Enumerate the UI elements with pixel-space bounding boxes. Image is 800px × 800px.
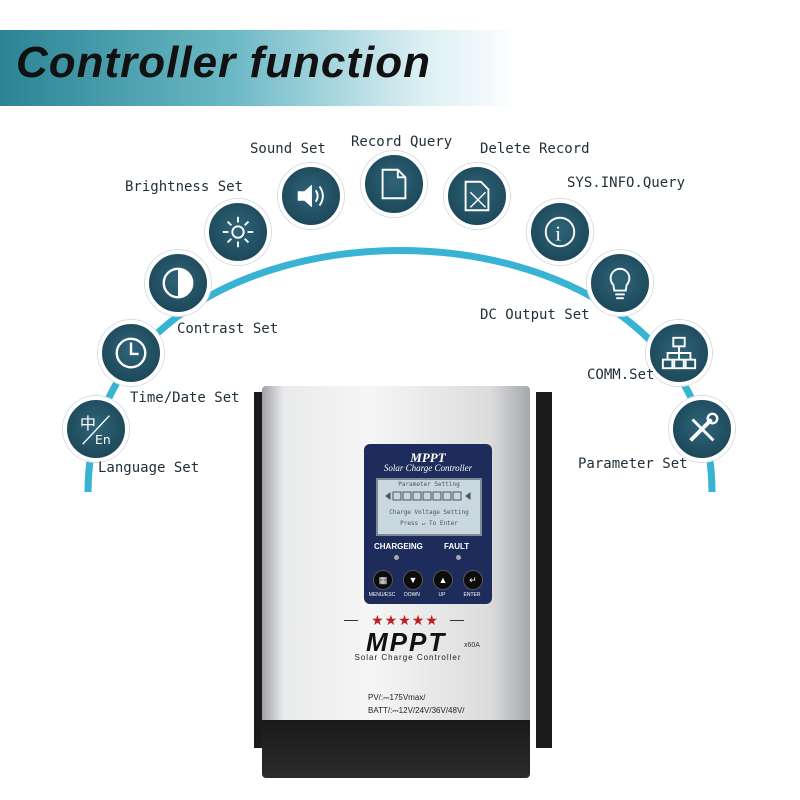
label-sys-info-query: SYS.INFO.Query [567, 175, 686, 191]
bulb-icon[interactable] [587, 250, 653, 316]
svg-text:中: 中 [80, 414, 96, 433]
lcd-menu-icons [385, 491, 471, 501]
enter-button[interactable]: ↵ [463, 570, 483, 590]
label-language-set: Language Set [98, 460, 200, 476]
tools-icon[interactable] [669, 396, 735, 462]
label-dc-output-set: DC Output Set [480, 307, 590, 323]
svg-text:i: i [555, 222, 561, 246]
delete-document-icon[interactable] [444, 163, 510, 229]
label-record-query: Record Query [351, 134, 453, 150]
svg-text:En: En [95, 433, 111, 447]
title-banner [0, 30, 520, 106]
lcd-line-title: Parameter Setting [398, 481, 460, 488]
fault-led-label: FAULT [444, 542, 470, 551]
charging-led-label: CHARGEING [374, 542, 423, 551]
label-comm-set: COMM.Set [587, 367, 655, 383]
right-mounting-bracket [536, 392, 552, 748]
panel-subtitle: Solar Charge Controller [383, 463, 473, 473]
network-icon[interactable] [646, 320, 712, 386]
device-model: x60A [464, 642, 480, 649]
device-product-name: Solar Charge Controller [354, 653, 462, 662]
label-delete-record: Delete Record [480, 141, 590, 157]
label-time-date-set: Time/Date Set [130, 390, 240, 406]
label-sound-set: Sound Set [250, 141, 326, 157]
star-divider-right [450, 620, 464, 621]
language-icon[interactable]: 中 En [63, 396, 129, 462]
menu-esc-label: MENU/ESC [368, 592, 396, 598]
down-button[interactable]: ▼ [403, 570, 423, 590]
controller-base [262, 720, 530, 778]
clock-icon[interactable] [98, 320, 164, 386]
speaker-icon[interactable] [278, 163, 344, 229]
enter-label: ENTER [463, 592, 481, 598]
panel-brand: MPPT [410, 450, 446, 465]
label-brightness-set: Brightness Set [125, 179, 244, 195]
menu-esc-button[interactable]: ▦ [373, 570, 393, 590]
spec-batt: BATT/:⎓12V/24V/36V/48V/ [368, 706, 465, 715]
lcd-line-charge-voltage: Charge Voltage Setting [389, 509, 469, 516]
label-parameter-set: Parameter Set [578, 456, 688, 472]
page-title: Controller function [16, 38, 431, 87]
spec-pv: PV/:⎓175Vmax/ [368, 693, 426, 702]
up-button[interactable]: ▲ [433, 570, 453, 590]
label-contrast-set: Contrast Set [177, 321, 279, 337]
contrast-icon[interactable] [145, 250, 211, 316]
down-label: DOWN [404, 592, 420, 598]
device-brand: MPPT [366, 627, 447, 657]
document-icon[interactable] [361, 151, 427, 217]
charging-led [394, 555, 399, 560]
brightness-icon[interactable] [205, 199, 271, 265]
lcd-line-press-enter: Press ↵ To Enter [400, 520, 458, 527]
star-divider-left [344, 620, 358, 621]
up-label: UP [438, 592, 446, 598]
rating-stars: ★★★★★ [371, 612, 439, 628]
lcd-screen [376, 478, 482, 536]
fault-led [456, 555, 461, 560]
info-icon[interactable]: i [527, 199, 593, 265]
